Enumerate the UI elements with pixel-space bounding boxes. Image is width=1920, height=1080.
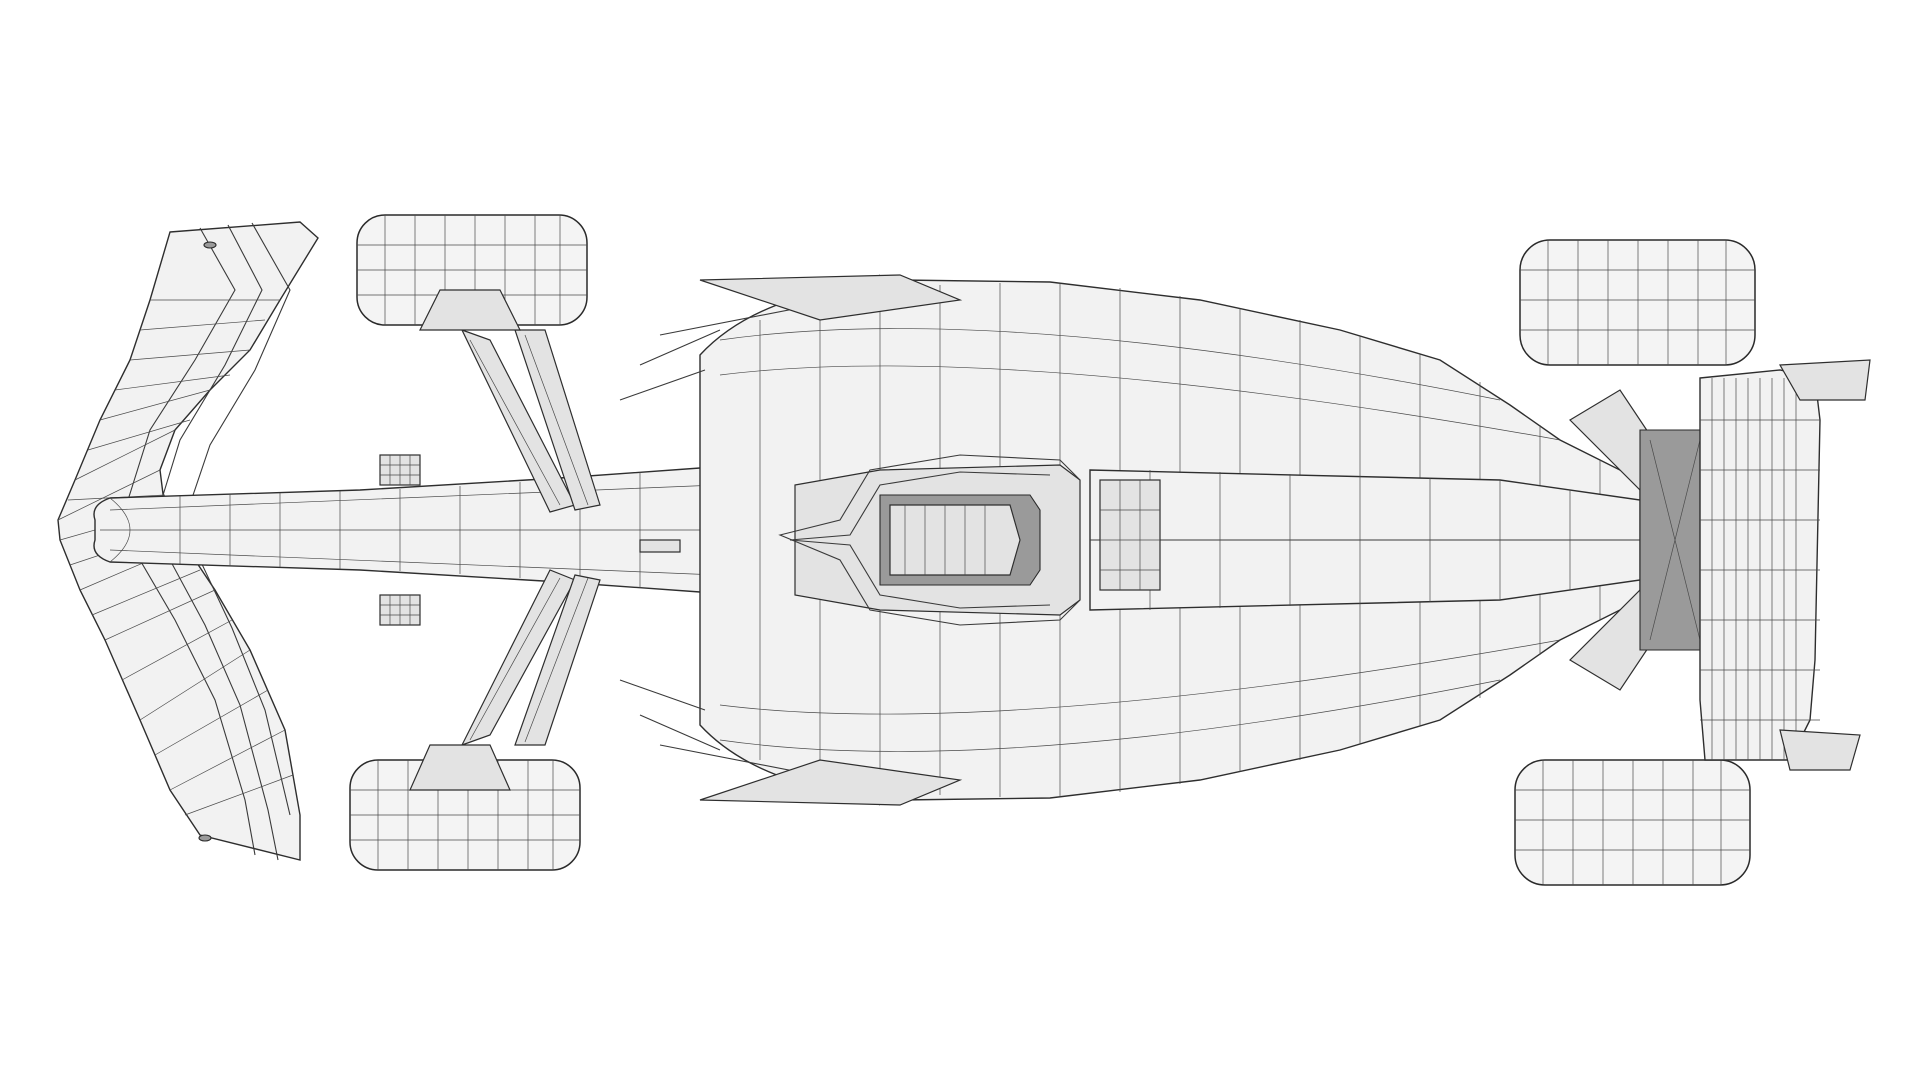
cockpit bbox=[794, 464, 1081, 616]
rear-left-tire bbox=[1519, 239, 1756, 366]
front-suspension bbox=[379, 328, 601, 747]
front-left-tire bbox=[356, 214, 588, 331]
engine-cover bbox=[1089, 469, 1641, 611]
halo bbox=[778, 454, 1081, 626]
rear-wing bbox=[1699, 359, 1871, 771]
rear-right-tire bbox=[1514, 759, 1751, 886]
front-right-tire bbox=[349, 744, 581, 871]
